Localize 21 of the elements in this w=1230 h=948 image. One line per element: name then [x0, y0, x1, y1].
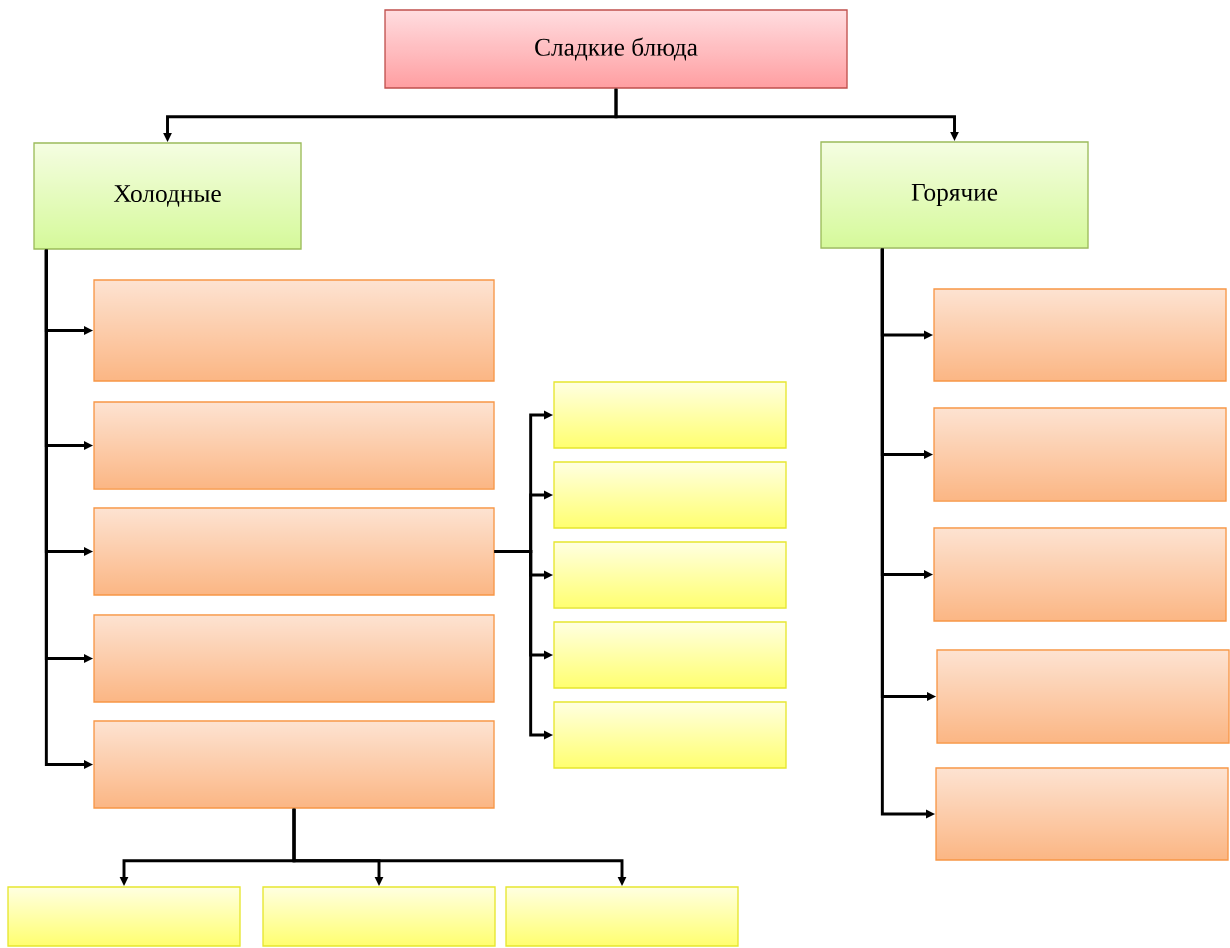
empty-box — [93, 401, 495, 490]
empty-box — [935, 767, 1229, 861]
empty-box — [93, 720, 495, 809]
category-box: Холодные — [33, 142, 302, 250]
empty-box — [553, 381, 787, 449]
empty-box — [93, 279, 495, 382]
empty-box — [553, 461, 787, 529]
empty-box — [7, 886, 241, 947]
empty-box — [93, 507, 495, 596]
empty-box — [933, 288, 1227, 382]
empty-box — [553, 701, 787, 769]
empty-box — [936, 649, 1230, 744]
empty-box — [933, 527, 1227, 622]
empty-box — [93, 614, 495, 703]
title-box: Сладкие блюда — [384, 9, 848, 89]
empty-box — [505, 886, 739, 947]
empty-box — [262, 886, 496, 947]
empty-box — [553, 541, 787, 609]
empty-box — [933, 407, 1227, 502]
empty-box — [553, 621, 787, 689]
category-box: Горячие — [820, 141, 1089, 249]
